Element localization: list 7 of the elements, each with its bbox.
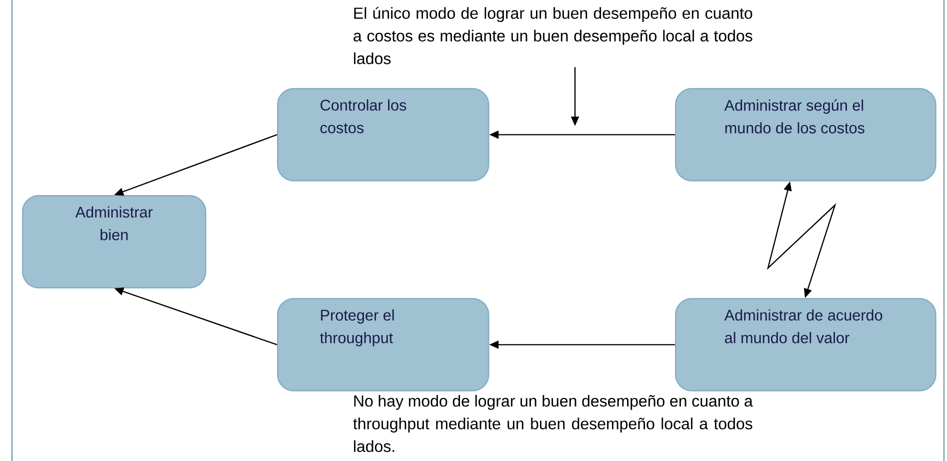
process-box: Administrar de acuerdo al mundo del valor <box>675 298 936 392</box>
note-text: El único modo de lograr un buen desempeño en cuanto a costos es mediante un buen desempeño local a todos lados <box>354 6 752 64</box>
process-box: Controlar los costos <box>277 88 490 182</box>
process-box: Administrar según el mundo de los costos <box>675 88 936 182</box>
process-box: Proteger el throughput <box>277 298 490 392</box>
process-box: Administrar bien <box>22 195 206 288</box>
note-text: No hay modo de lograr un buen desempeño en cuanto a throughput mediante un buen desempeño local a todos lados. <box>353 394 753 452</box>
